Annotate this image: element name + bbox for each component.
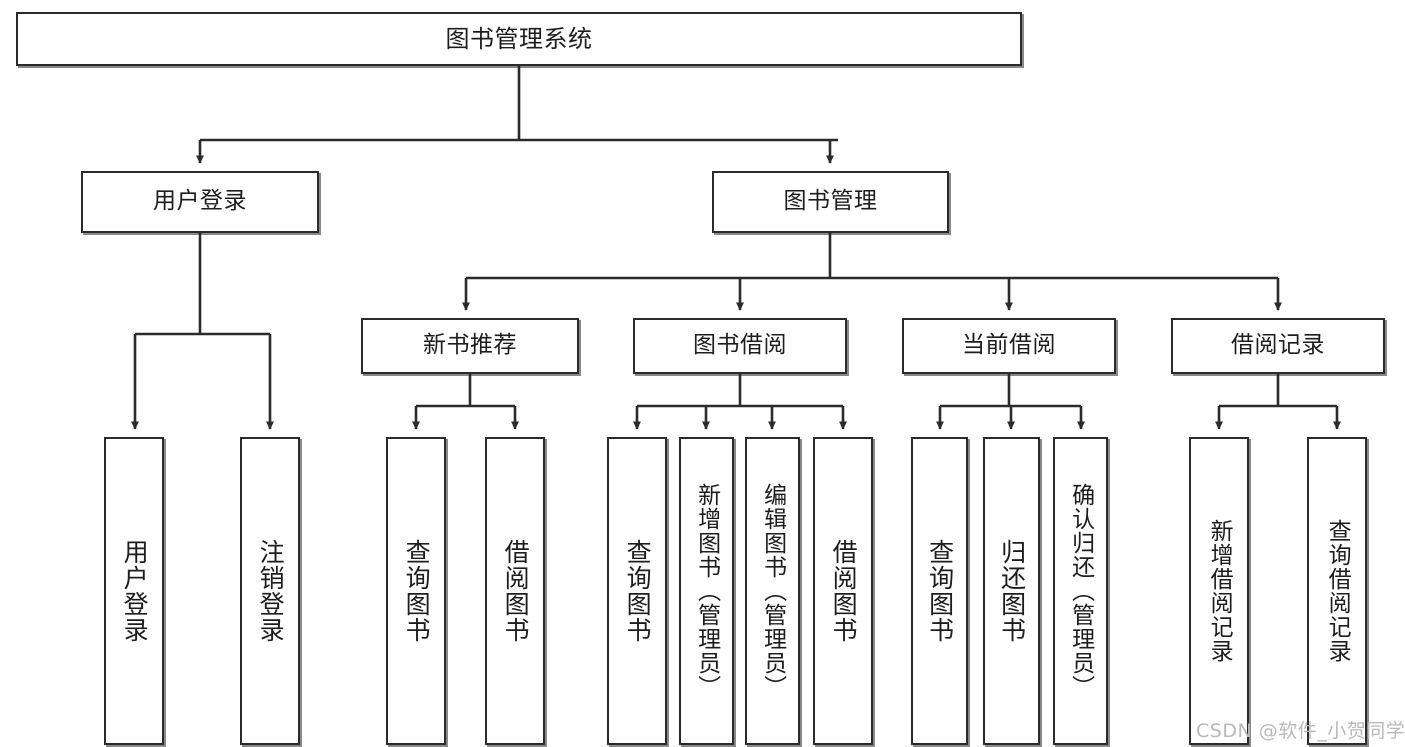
leaf-add-borrow-record[interactable]: 新增借阅记录 xyxy=(1189,437,1249,745)
leaf-logout-label: 注销登录 xyxy=(256,539,286,643)
node-borrow-record-label: 借阅记录 xyxy=(1231,332,1325,359)
leaf-query-book-current[interactable]: 查询图书 xyxy=(911,437,968,745)
leaf-query-book-label: 查询图书 xyxy=(623,539,653,643)
node-book-borrow[interactable]: 图书借阅 xyxy=(633,318,847,374)
leaf-query-book-current-label: 查询图书 xyxy=(925,539,955,643)
leaf-edit-book-admin[interactable]: 编辑图书（管理员） xyxy=(745,437,800,745)
node-book-borrow-label: 图书借阅 xyxy=(693,332,787,359)
leaf-confirm-return-admin-label: 确认归还（管理员） xyxy=(1067,483,1094,699)
leaf-confirm-return-admin[interactable]: 确认归还（管理员） xyxy=(1053,437,1108,745)
leaf-query-borrow-record[interactable]: 查询借阅记录 xyxy=(1307,437,1367,745)
node-root[interactable]: 图书管理系统 xyxy=(16,12,1022,66)
leaf-user-login-label: 用户登录 xyxy=(120,539,150,643)
leaf-query-book-recommend-label: 查询图书 xyxy=(402,539,432,643)
leaf-logout[interactable]: 注销登录 xyxy=(240,437,300,745)
node-root-label: 图书管理系统 xyxy=(445,24,593,53)
leaf-borrow-book-label: 借阅图书 xyxy=(829,539,859,643)
leaf-add-borrow-record-label: 新增借阅记录 xyxy=(1206,519,1233,663)
csdn-watermark: CSDN @软件_小贺同学 xyxy=(1196,720,1405,742)
leaf-user-login[interactable]: 用户登录 xyxy=(104,437,164,745)
node-current-borrow-label: 当前借阅 xyxy=(962,332,1056,359)
leaf-borrow-book-recommend[interactable]: 借阅图书 xyxy=(485,437,545,745)
leaf-return-book[interactable]: 归还图书 xyxy=(983,437,1040,745)
leaf-edit-book-admin-label: 编辑图书（管理员） xyxy=(759,483,786,699)
node-user-login-label: 用户登录 xyxy=(153,188,247,215)
leaf-query-borrow-record-label: 查询借阅记录 xyxy=(1324,519,1351,663)
node-book-management-label: 图书管理 xyxy=(783,188,878,215)
leaf-query-book[interactable]: 查询图书 xyxy=(607,437,667,745)
node-current-borrow[interactable]: 当前借阅 xyxy=(902,318,1116,374)
leaf-add-book-admin[interactable]: 新增图书（管理员） xyxy=(679,437,734,745)
leaf-query-book-recommend[interactable]: 查询图书 xyxy=(386,437,446,745)
node-user-login[interactable]: 用户登录 xyxy=(81,171,319,233)
node-borrow-record[interactable]: 借阅记录 xyxy=(1171,318,1385,374)
leaf-add-book-admin-label: 新增图书（管理员） xyxy=(693,483,720,699)
leaf-return-book-label: 归还图书 xyxy=(997,539,1027,643)
node-book-management[interactable]: 图书管理 xyxy=(712,171,949,233)
leaf-borrow-book-recommend-label: 借阅图书 xyxy=(501,539,531,643)
node-new-book-recommend[interactable]: 新书推荐 xyxy=(361,318,579,374)
leaf-borrow-book[interactable]: 借阅图书 xyxy=(813,437,873,745)
node-new-book-recommend-label: 新书推荐 xyxy=(423,332,517,359)
